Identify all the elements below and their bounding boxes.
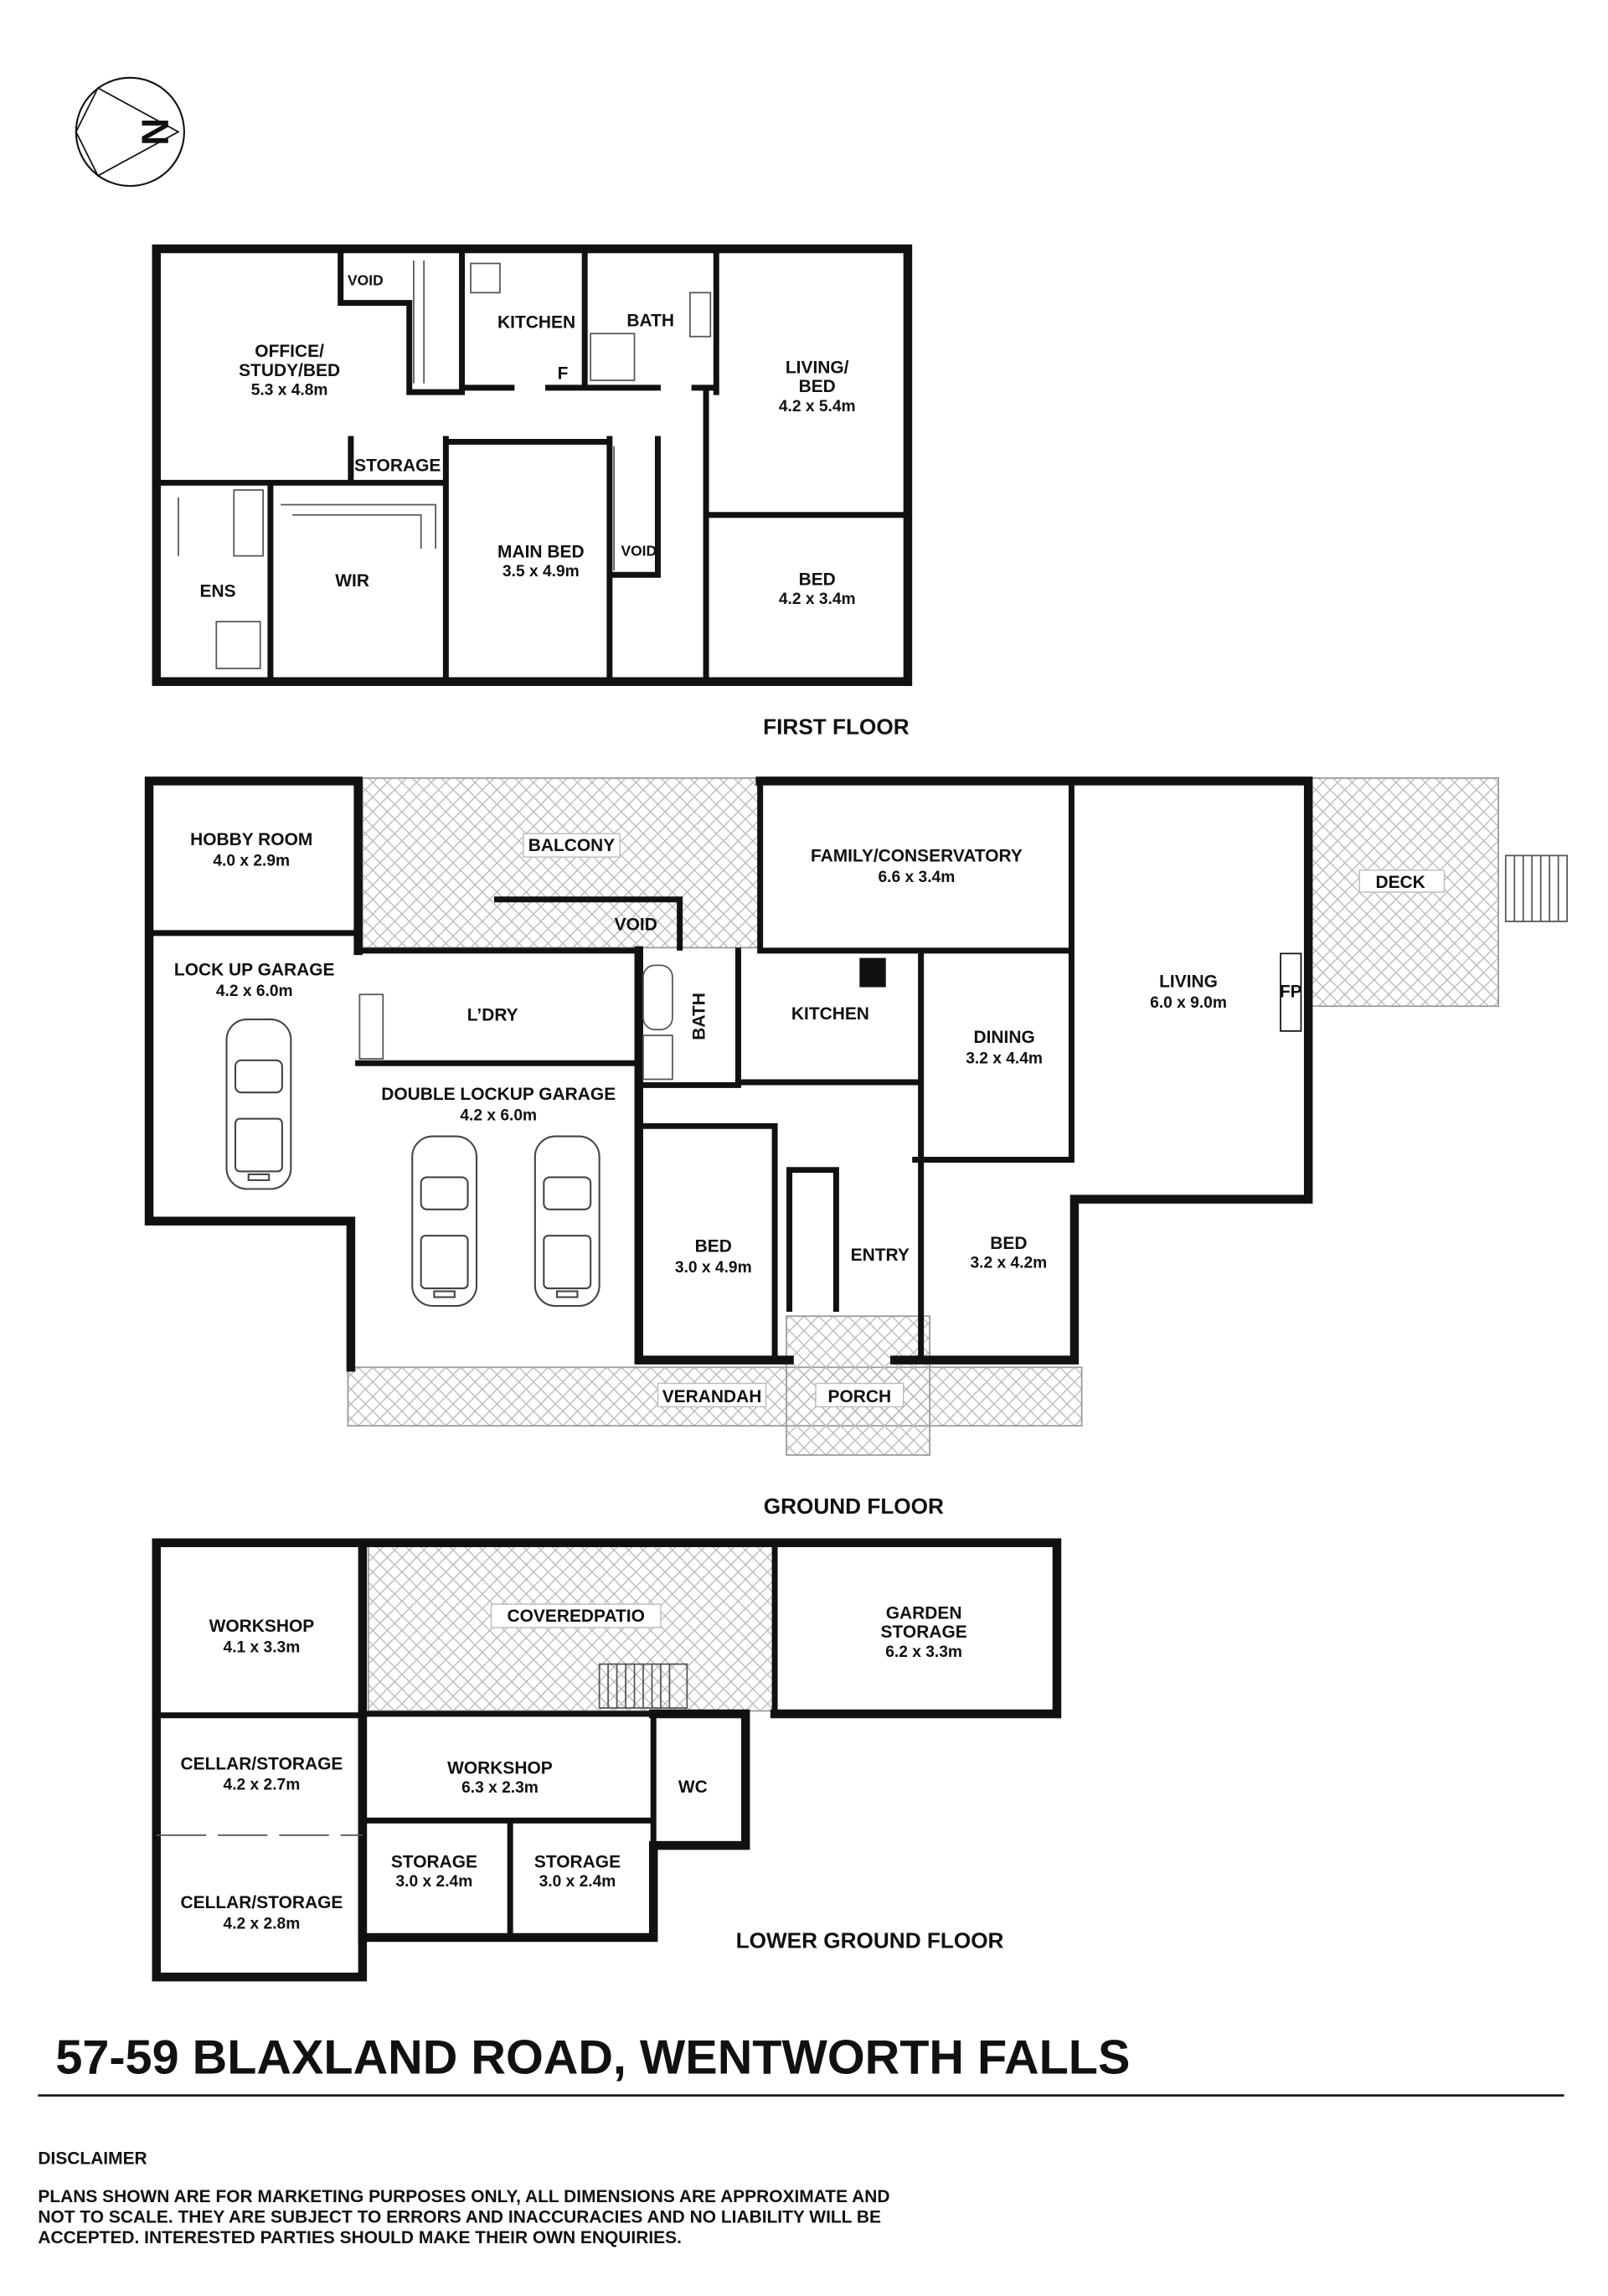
room-label: OFFICE/ xyxy=(255,342,324,361)
room-dims: 4.0 x 2.9m xyxy=(213,853,290,870)
room-label: LIVING xyxy=(1159,973,1218,992)
room-label: LIVING/ xyxy=(786,358,849,377)
lower-ground-floor-plan: COVEREDPATIO GARDEN STORAGE 6.2 x 3.3m W… xyxy=(152,1538,1062,1982)
floor-title: GROUND FLOOR xyxy=(764,1494,944,1519)
room-label: STORAGE xyxy=(391,1852,477,1871)
room-dims: 6.2 x 3.3m xyxy=(885,1643,962,1661)
room-label: BATH xyxy=(626,312,674,331)
room-label: CELLAR/STORAGE xyxy=(180,1893,343,1912)
room-label: WC xyxy=(678,1777,708,1797)
room-dims: 5.3 x 4.8m xyxy=(251,382,328,400)
room-label: KITCHEN xyxy=(791,1004,869,1024)
room-dims: 3.5 x 4.9m xyxy=(502,563,580,580)
room-dims: 4.2 x 2.8m xyxy=(224,1916,301,1933)
room-label: BED xyxy=(799,570,836,590)
room-label: ENS xyxy=(200,581,236,601)
room-label: HOBBY ROOM xyxy=(190,830,312,849)
room-label: DECK xyxy=(1375,873,1425,892)
room-dims: 3.0 x 4.9m xyxy=(675,1259,752,1277)
room-label: FAMILY/CONSERVATORY xyxy=(811,846,1023,865)
room-label: STORAGE xyxy=(534,1852,621,1871)
property-address: 57-59 BLAXLAND ROAD, WENTWORTH FALLS xyxy=(55,2030,1130,2084)
room-label: DOUBLE LOCKUP GARAGE xyxy=(381,1085,616,1104)
room-dims: 4.2 x 5.4m xyxy=(779,398,856,415)
room-label: STORAGE xyxy=(881,1623,967,1642)
ground-floor-plan: HOBBY ROOM 4.0 x 2.9m BALCONY FAMILY/CON… xyxy=(144,777,1568,1519)
room-dims: 4.2 x 6.0m xyxy=(460,1107,537,1124)
disclaimer-text: PLANS SHOWN ARE FOR MARKETING PURPOSES O… xyxy=(38,2187,889,2206)
room-label: WORKSHOP xyxy=(209,1617,315,1636)
room-label: PORCH xyxy=(828,1387,892,1406)
room-label: BATH xyxy=(689,993,709,1040)
first-floor-plan: VOID KITCHEN BATH OFFICE/ STUDY/BED 5.3 … xyxy=(152,244,913,740)
room-label: CELLAR/STORAGE xyxy=(180,1754,343,1773)
room-dims: 6.6 x 3.4m xyxy=(879,869,956,886)
room-label: VOID xyxy=(615,915,657,934)
room-dims: 4.2 x 6.0m xyxy=(216,983,293,1000)
room-dims: 3.0 x 2.4m xyxy=(539,1873,616,1891)
room-label: GARDEN xyxy=(886,1604,962,1623)
room-label: BED xyxy=(799,377,836,396)
disclaimer-heading: DISCLAIMER xyxy=(38,2149,147,2169)
room-dims: 6.0 x 9.0m xyxy=(1150,994,1227,1012)
room-label: BED xyxy=(990,1234,1027,1253)
room-dims: 3.0 x 2.4m xyxy=(396,1873,473,1891)
room-dims: 4.2 x 3.4m xyxy=(779,591,856,608)
room-label: VOID xyxy=(621,543,657,560)
disclaimer-text: ACCEPTED. INTERESTED PARTIES SHOULD MAKE… xyxy=(38,2228,682,2247)
north-compass-icon: N xyxy=(75,76,185,188)
room-label: L’DRY xyxy=(467,1006,518,1025)
room-label: LOCK UP GARAGE xyxy=(174,961,335,980)
room-label: VOID xyxy=(348,272,384,289)
room-dims: 3.2 x 4.2m xyxy=(970,1255,1047,1272)
room-label: MAIN BED xyxy=(497,542,585,561)
room-label: KITCHEN xyxy=(497,312,575,332)
floor-title: FIRST FLOOR xyxy=(763,715,910,740)
room-label: FP xyxy=(1280,983,1302,1002)
room-dims: 4.1 x 3.3m xyxy=(224,1639,301,1657)
room-label: COVEREDPATIO xyxy=(507,1607,644,1626)
disclaimer-text: NOT TO SCALE. THEY ARE SUBJECT TO ERRORS… xyxy=(38,2207,881,2226)
room-label: BED xyxy=(695,1236,732,1256)
room-label: BALCONY xyxy=(528,836,616,855)
room-label: STUDY/BED xyxy=(239,361,340,380)
room-label: DINING xyxy=(973,1028,1034,1047)
room-dims: 4.2 x 2.7m xyxy=(224,1777,301,1794)
room-label: ENTRY xyxy=(851,1246,910,1265)
room-dims: 6.3 x 2.3m xyxy=(461,1779,539,1797)
room-label: WIR xyxy=(335,571,369,591)
room-label: F xyxy=(558,364,569,383)
floor-title: LOWER GROUND FLOOR xyxy=(736,1927,1004,1953)
room-label: WORKSHOP xyxy=(447,1759,553,1778)
room-label: STORAGE xyxy=(354,456,441,475)
room-dims: 3.2 x 4.4m xyxy=(966,1050,1043,1067)
north-label: N xyxy=(134,118,177,146)
room-label: VERANDAH xyxy=(662,1387,762,1406)
